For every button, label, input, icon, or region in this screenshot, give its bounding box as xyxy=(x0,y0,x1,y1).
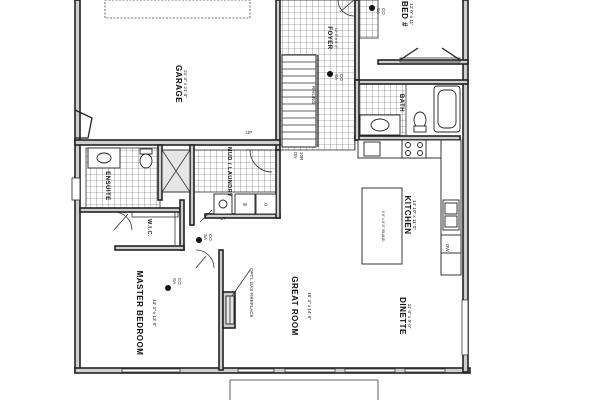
garage-label: GARAGE xyxy=(174,65,183,103)
foyer-dims: 10' 5" x 6' 4" xyxy=(334,28,338,49)
railing-label: RAILING xyxy=(311,86,316,105)
window-master xyxy=(121,368,181,373)
wall-garage-bottom xyxy=(74,139,281,146)
stairs-risers-label: 10R xyxy=(299,152,304,161)
washer xyxy=(234,193,256,215)
stairs-dn-label: DN xyxy=(293,152,298,159)
svg-text:CO: CO xyxy=(177,278,182,285)
wall-right-exterior xyxy=(462,0,469,373)
staircase xyxy=(281,54,319,148)
dishwasher-label: DW xyxy=(445,244,450,252)
garage-dims: 21' 3" x 21' 0" xyxy=(183,70,188,98)
kitchen-label: KITCHEN xyxy=(403,195,412,234)
dryer-label: D xyxy=(264,202,268,207)
svg-text:SA: SA xyxy=(172,278,177,284)
wall-garage-right xyxy=(275,0,281,151)
washer-label: W xyxy=(243,202,248,207)
svg-text:CO: CO xyxy=(339,74,344,81)
wall-bath-left xyxy=(354,79,360,141)
stairs-up-label: UP xyxy=(246,130,252,135)
svg-text:CO: CO xyxy=(381,8,386,15)
ensuite-label: ENSUITE xyxy=(104,171,110,201)
kitchen-island xyxy=(361,187,403,265)
wall-bath-top xyxy=(354,79,469,85)
wall-laundry-right xyxy=(275,149,281,219)
great-room-label: GREAT ROOM xyxy=(290,276,299,336)
master-bedroom-dims: 13' 3" x 13' 0" xyxy=(152,299,157,327)
wall-ensuite-right xyxy=(157,144,163,201)
alarm-marker-foyer: SA CO xyxy=(327,71,344,81)
fireplace-note: OPT'L GAS FIREPLACE xyxy=(249,268,254,317)
wic-label: W.I.C. xyxy=(146,219,152,237)
bedroom-label: BED # xyxy=(400,1,409,27)
wall-wic-right xyxy=(179,199,185,251)
svg-text:SA: SA xyxy=(376,8,381,14)
master-bedroom-label: MASTER BEDROOM xyxy=(135,271,144,356)
svg-text:SA: SA xyxy=(334,74,339,80)
wall-laundry-left xyxy=(189,144,195,226)
patio-door xyxy=(461,299,469,356)
dinette-dims: 11' 0" x 9' 0" xyxy=(407,304,412,329)
window-great-room-1 xyxy=(237,368,275,373)
foyer-label: FOYER xyxy=(326,26,332,49)
laundry-tub-label: LT xyxy=(221,216,226,221)
island-label: 4' 8" x 8' 0" ISLAND xyxy=(381,211,385,242)
dryer xyxy=(255,193,277,215)
alarm-marker-wic: SA CO xyxy=(196,234,213,243)
wall-ensuite-bottom xyxy=(79,207,181,213)
wall-bath-bottom xyxy=(354,135,461,141)
stove xyxy=(401,139,427,159)
window-great-room-2 xyxy=(284,368,336,373)
laundry-tile-floor xyxy=(189,149,279,193)
wall-laundry-bottom xyxy=(204,213,281,219)
alarm-marker-bedroom: SA CO xyxy=(369,5,386,15)
window-dinette-2 xyxy=(404,368,446,373)
bath-label: BATH xyxy=(398,94,404,112)
bedroom-entry-tile xyxy=(357,0,379,39)
fridge xyxy=(363,141,381,157)
svg-text:SA: SA xyxy=(203,234,208,240)
svg-text:CO: CO xyxy=(208,234,213,241)
wall-wic-bottom xyxy=(114,245,185,251)
garage-overhead-door xyxy=(104,0,251,19)
kitchen-dims: 14' 10" x 11' 0" xyxy=(412,200,417,230)
ensuite-toilet xyxy=(139,153,153,169)
dishwasher xyxy=(440,234,462,254)
great-room-dims: 18' 3" x 14' 5" xyxy=(307,292,312,320)
wall-foyer-bedroom xyxy=(354,0,360,81)
bedroom-dims: 12' 0" x 11' xyxy=(409,3,414,25)
dinette-label: DINETTE xyxy=(398,297,407,335)
alarm-marker-master: SA CO xyxy=(165,278,182,291)
window-dinette xyxy=(344,368,396,373)
mud-laundry-label: MUD / LAUNDRY xyxy=(226,147,232,197)
